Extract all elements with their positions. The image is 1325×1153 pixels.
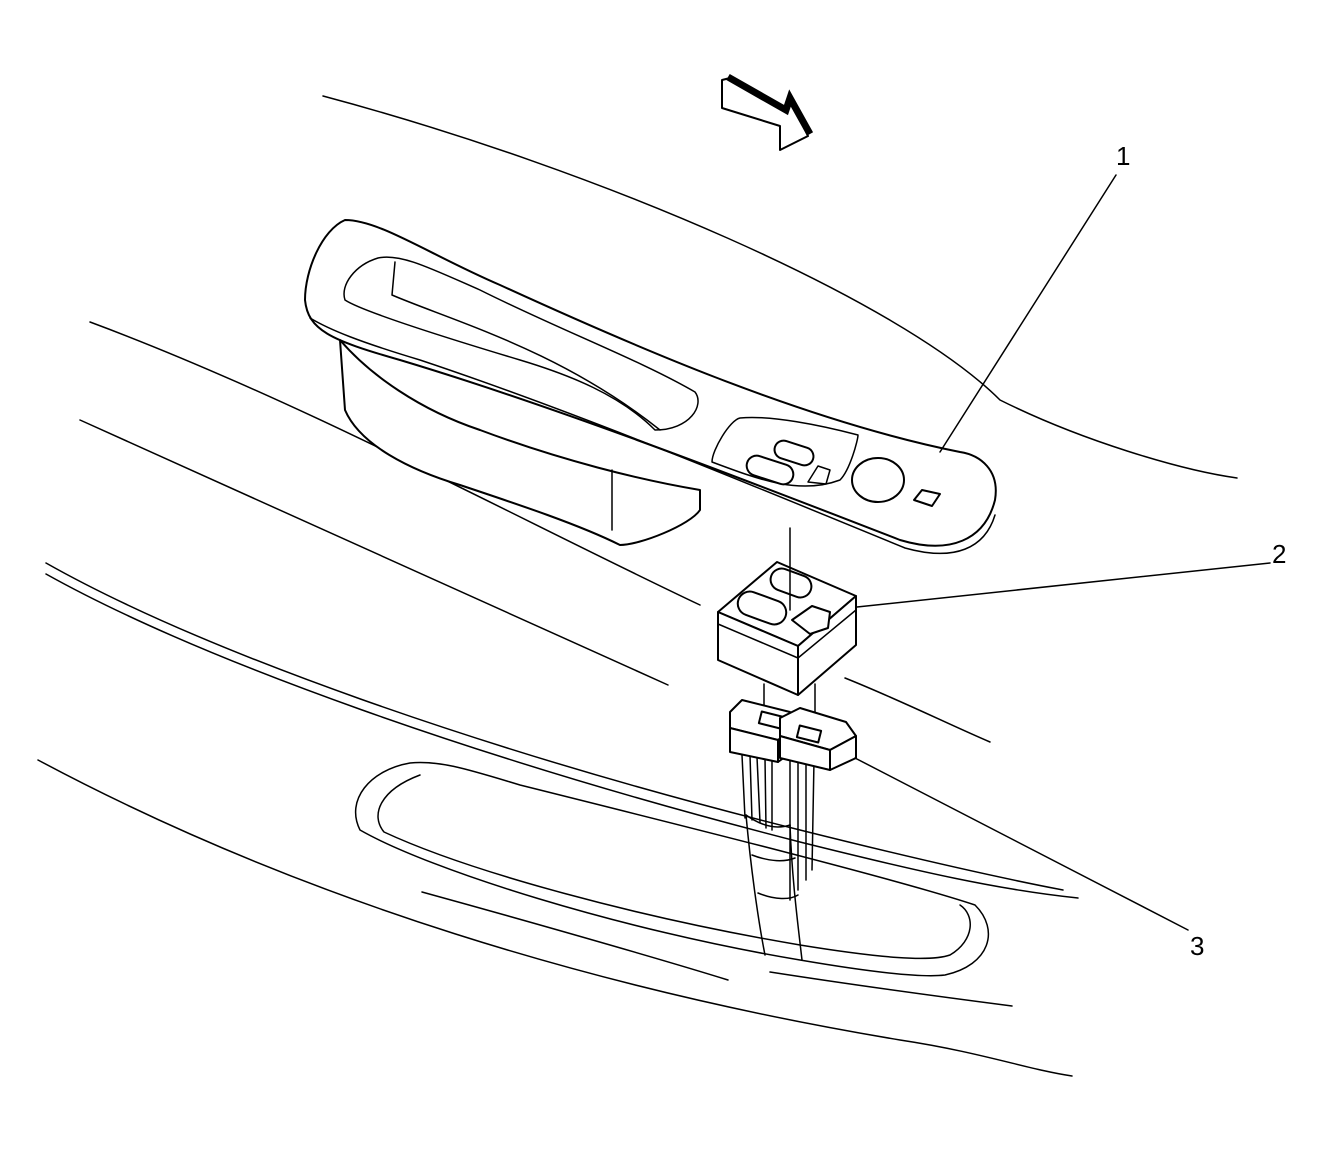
window-switch — [717, 527, 857, 696]
forward-direction-arrow-icon — [721, 73, 814, 151]
leader-lines — [854, 174, 1271, 931]
wire-harness — [741, 754, 815, 961]
door-trim-panel — [37, 95, 1238, 1077]
electrical-connectors — [729, 683, 857, 771]
callout-1: 1 — [1116, 141, 1130, 171]
window-switch-bezel — [304, 219, 997, 555]
callout-3: 3 — [1190, 931, 1204, 961]
leader-line-1 — [939, 174, 1117, 453]
leader-line-3 — [854, 757, 1189, 931]
door-pull-pocket — [354, 761, 990, 977]
callout-2: 2 — [1272, 539, 1286, 569]
leader-line-2 — [856, 562, 1271, 608]
